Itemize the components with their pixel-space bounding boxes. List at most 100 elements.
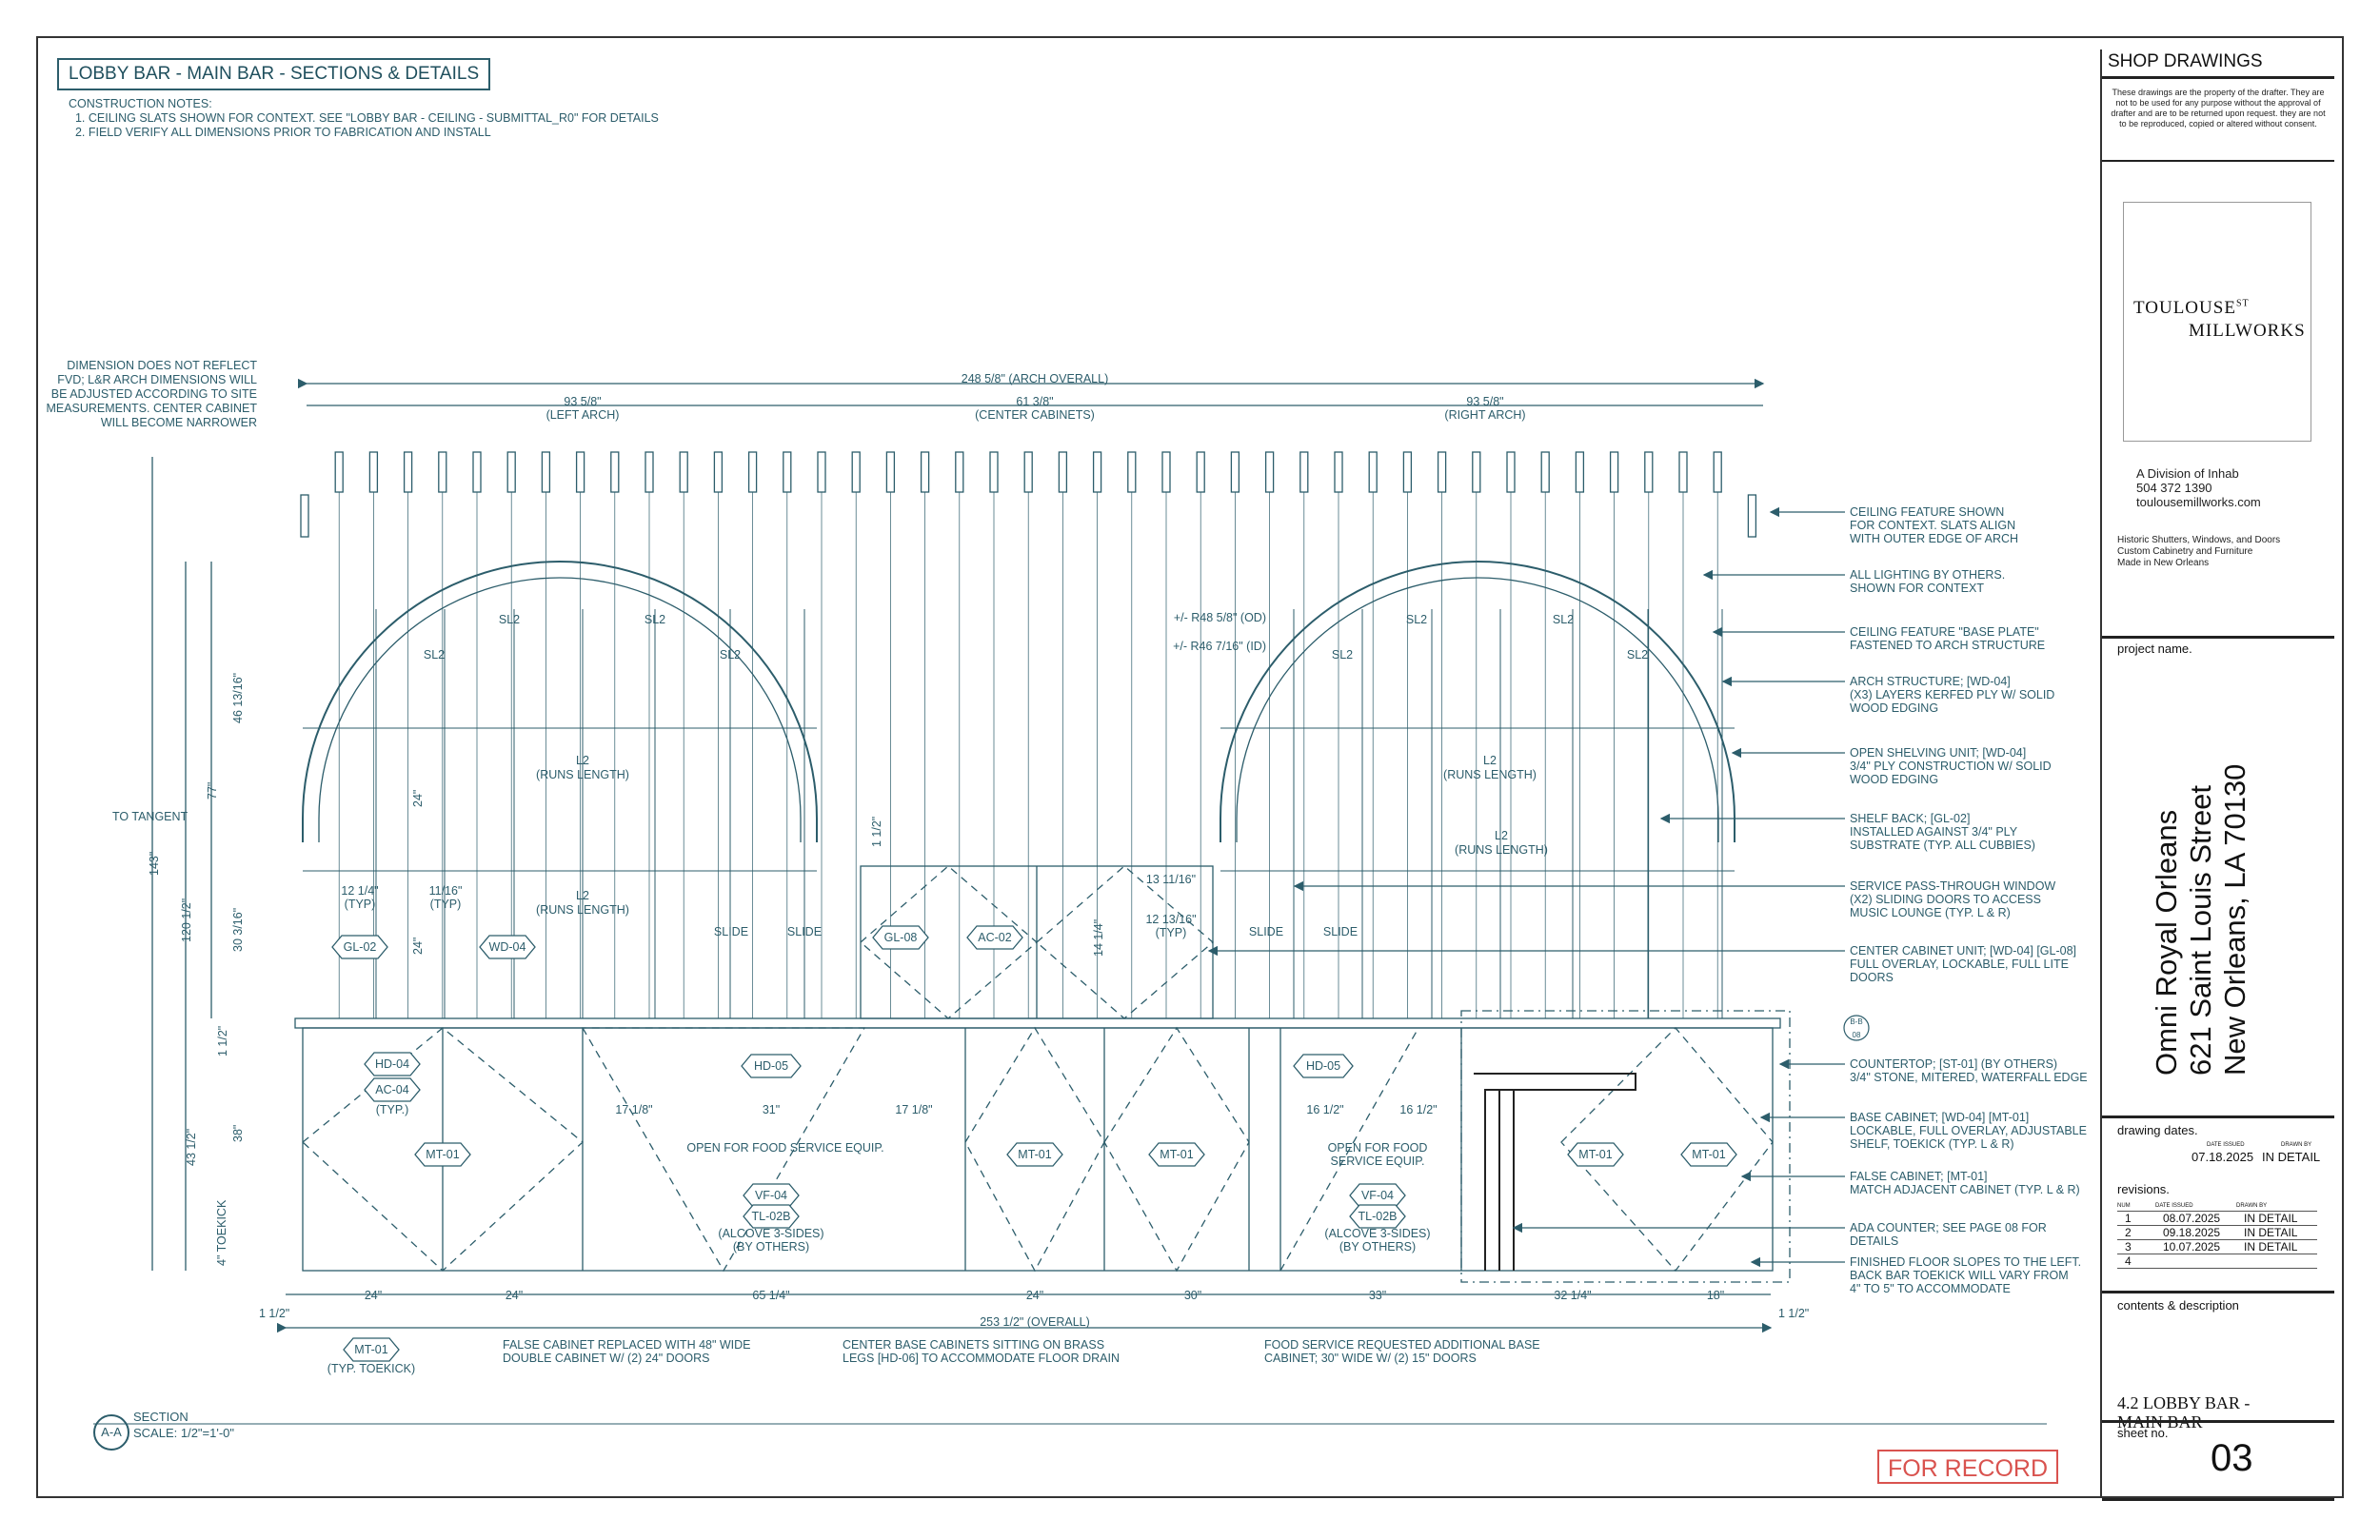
runs-label: (RUNS LENGTH): [1455, 843, 1548, 857]
ceiling-slat: [1402, 451, 1413, 493]
sheet-label: sheet no.: [2117, 1426, 2169, 1440]
ceiling-slat: [1575, 451, 1585, 493]
right-note-line: CEILING FEATURE SHOWN: [1850, 505, 2004, 519]
dim-v-base: 38": [231, 1125, 245, 1142]
services-3: Made in New Orleans: [2117, 558, 2210, 568]
logo-line-1: TOULOUSEST: [2133, 298, 2250, 319]
ceiling-slat: [645, 451, 654, 493]
dim-left-value: 93 5/8": [564, 395, 601, 408]
tag-hex: [1006, 1142, 1063, 1167]
dim-14-1-4: 14 1/4": [1092, 919, 1105, 957]
for-record-stamp: FOR RECORD: [1877, 1450, 2058, 1484]
ceiling-slat: [541, 451, 551, 493]
services-1: Historic Shutters, Windows, and Doors: [2117, 535, 2281, 545]
ada-counter-callout: [1460, 1010, 1791, 1283]
rule: [2102, 636, 2334, 639]
dim-v-arch-top: 46 13/16": [231, 673, 245, 723]
sl2-label: SL2: [720, 648, 741, 661]
tag-gl08: GL-08: [884, 931, 918, 944]
dim-1-1-2: 1 1/2": [870, 817, 883, 847]
rev-hdr: DRAWN BY: [2236, 1203, 2268, 1209]
tag-hex: [364, 1052, 421, 1076]
contents-label: contents & description: [2117, 1298, 2239, 1313]
dim-v-base-total: 43 1/2": [185, 1129, 198, 1166]
dim-bottom-right: 1 1/2": [1778, 1307, 1809, 1320]
ceiling-slat: [713, 451, 724, 493]
by-others-label-2: (BY OTHERS): [1339, 1240, 1416, 1254]
section-drawing: 248 5/8" (ARCH OVERALL) 93 5/8" (LEFT AR…: [46, 359, 2088, 1425]
note-2: 2. FIELD VERIFY ALL DIMENSIONS PRIOR TO …: [74, 126, 491, 139]
section-scale: SCALE: 1/2"=1'-0": [133, 1426, 235, 1440]
ceiling-slat: [403, 451, 413, 493]
company-logo: TOULOUSEST MILLWORKS: [2123, 202, 2311, 442]
slide-label: SLIDE: [1249, 925, 1283, 938]
typ-label: (TYP): [1156, 926, 1187, 939]
tag-hex: [343, 1337, 400, 1362]
company-website: toulousemillworks.com: [2136, 495, 2261, 509]
dim-v-arch-low: 30 3/16": [231, 908, 245, 952]
section-label: SECTION SCALE: 1/2"=1'-0": [133, 1409, 234, 1441]
dim-overall-text: 248 5/8" (ARCH OVERALL): [962, 372, 1109, 385]
drawing-border: [36, 36, 2344, 1498]
dim-seg: 33": [1369, 1289, 1386, 1302]
dim-note-4: MEASUREMENTS. CENTER CABINET: [46, 402, 257, 415]
section-name: SECTION: [133, 1410, 188, 1424]
rev-num: 4: [2125, 1254, 2132, 1268]
dim-24-typ: 24": [411, 938, 425, 955]
tag-hex: [1349, 1204, 1406, 1229]
typ-label: (TYP): [430, 898, 462, 911]
right-note-line: INSTALLED AGAINST 3/4" PLY: [1850, 825, 2018, 839]
note-1: 1. CEILING SLATS SHOWN FOR CONTEXT. SEE …: [74, 111, 659, 125]
tag-hex: [1293, 1054, 1354, 1078]
tag-tl02b: TL-02B: [1359, 1210, 1398, 1223]
rev-num: 2: [2125, 1226, 2132, 1239]
rule: [2102, 1420, 2334, 1423]
right-note-line: 3/4" STONE, MITERED, WATERFALL EDGE: [1850, 1071, 2088, 1084]
ceiling-slat: [885, 451, 896, 493]
dim-17-1-8b: 17 1/8": [895, 1103, 932, 1116]
dim-center-value: 61 3/8": [1016, 395, 1053, 408]
runs-label: (RUNS LENGTH): [1443, 768, 1537, 781]
tag-hex: [364, 1077, 421, 1102]
rev-num: 1: [2125, 1212, 2132, 1225]
ceiling-slat: [1506, 451, 1516, 493]
right-note-line: SERVICE PASS-THROUGH WINDOW: [1850, 879, 2055, 893]
tag-mt01: MT-01: [1692, 1148, 1725, 1161]
dim-12-1-4: 12 1/4": [341, 884, 378, 898]
date-issued-header: DATE ISSUED: [2207, 1142, 2245, 1148]
countertop: [294, 1017, 1781, 1029]
ceiling-slat: [1713, 451, 1722, 493]
sl2-label: SL2: [424, 648, 445, 661]
right-note-line: SHOWN FOR CONTEXT: [1850, 582, 1984, 595]
drawn-by: IN DETAIL: [2262, 1150, 2321, 1164]
tag-ac04: AC-04: [375, 1083, 408, 1096]
ceiling-slat: [1540, 451, 1550, 493]
bottom-note-2b: LEGS [HD-06] TO ACCOMMODATE FLOOR DRAIN: [843, 1352, 1120, 1365]
dim-17-1-8: 17 1/8": [615, 1103, 652, 1116]
dim-left-label: (LEFT ARCH): [546, 408, 620, 422]
project-name: Omni Royal Orleans: [2150, 809, 2183, 1076]
ada-counter: [1474, 1073, 1636, 1271]
ceiling-slat: [438, 451, 447, 493]
l2-label: L2: [1495, 829, 1508, 842]
base-cabinets: [302, 1027, 1774, 1272]
tag-vf04: VF-04: [1361, 1189, 1394, 1202]
dim-31: 31": [763, 1103, 780, 1116]
bottom-note-3a: FOOD SERVICE REQUESTED ADDITIONAL BASE: [1264, 1338, 1540, 1352]
dim-12-13-16: 12 13/16": [1145, 913, 1196, 926]
runs-label: (RUNS LENGTH): [536, 903, 629, 917]
base-dividers: [442, 1028, 1462, 1271]
left-arch: [302, 561, 818, 842]
ceiling-slat: [506, 451, 516, 493]
sl2-label: SL2: [1553, 613, 1574, 626]
company-phone: 504 372 1390: [2136, 481, 2212, 495]
sl2-label: SL2: [1332, 648, 1353, 661]
construction-notes: CONSTRUCTION NOTES: 1. CEILING SLATS SHO…: [69, 97, 659, 140]
right-arch: [1220, 561, 1735, 842]
ceiling-slat: [575, 451, 585, 493]
right-note-line: CENTER CABINET UNIT; [WD-04] [GL-08]: [1850, 944, 2076, 958]
l2-label: L2: [576, 889, 589, 902]
ceiling-slat: [1299, 451, 1309, 493]
